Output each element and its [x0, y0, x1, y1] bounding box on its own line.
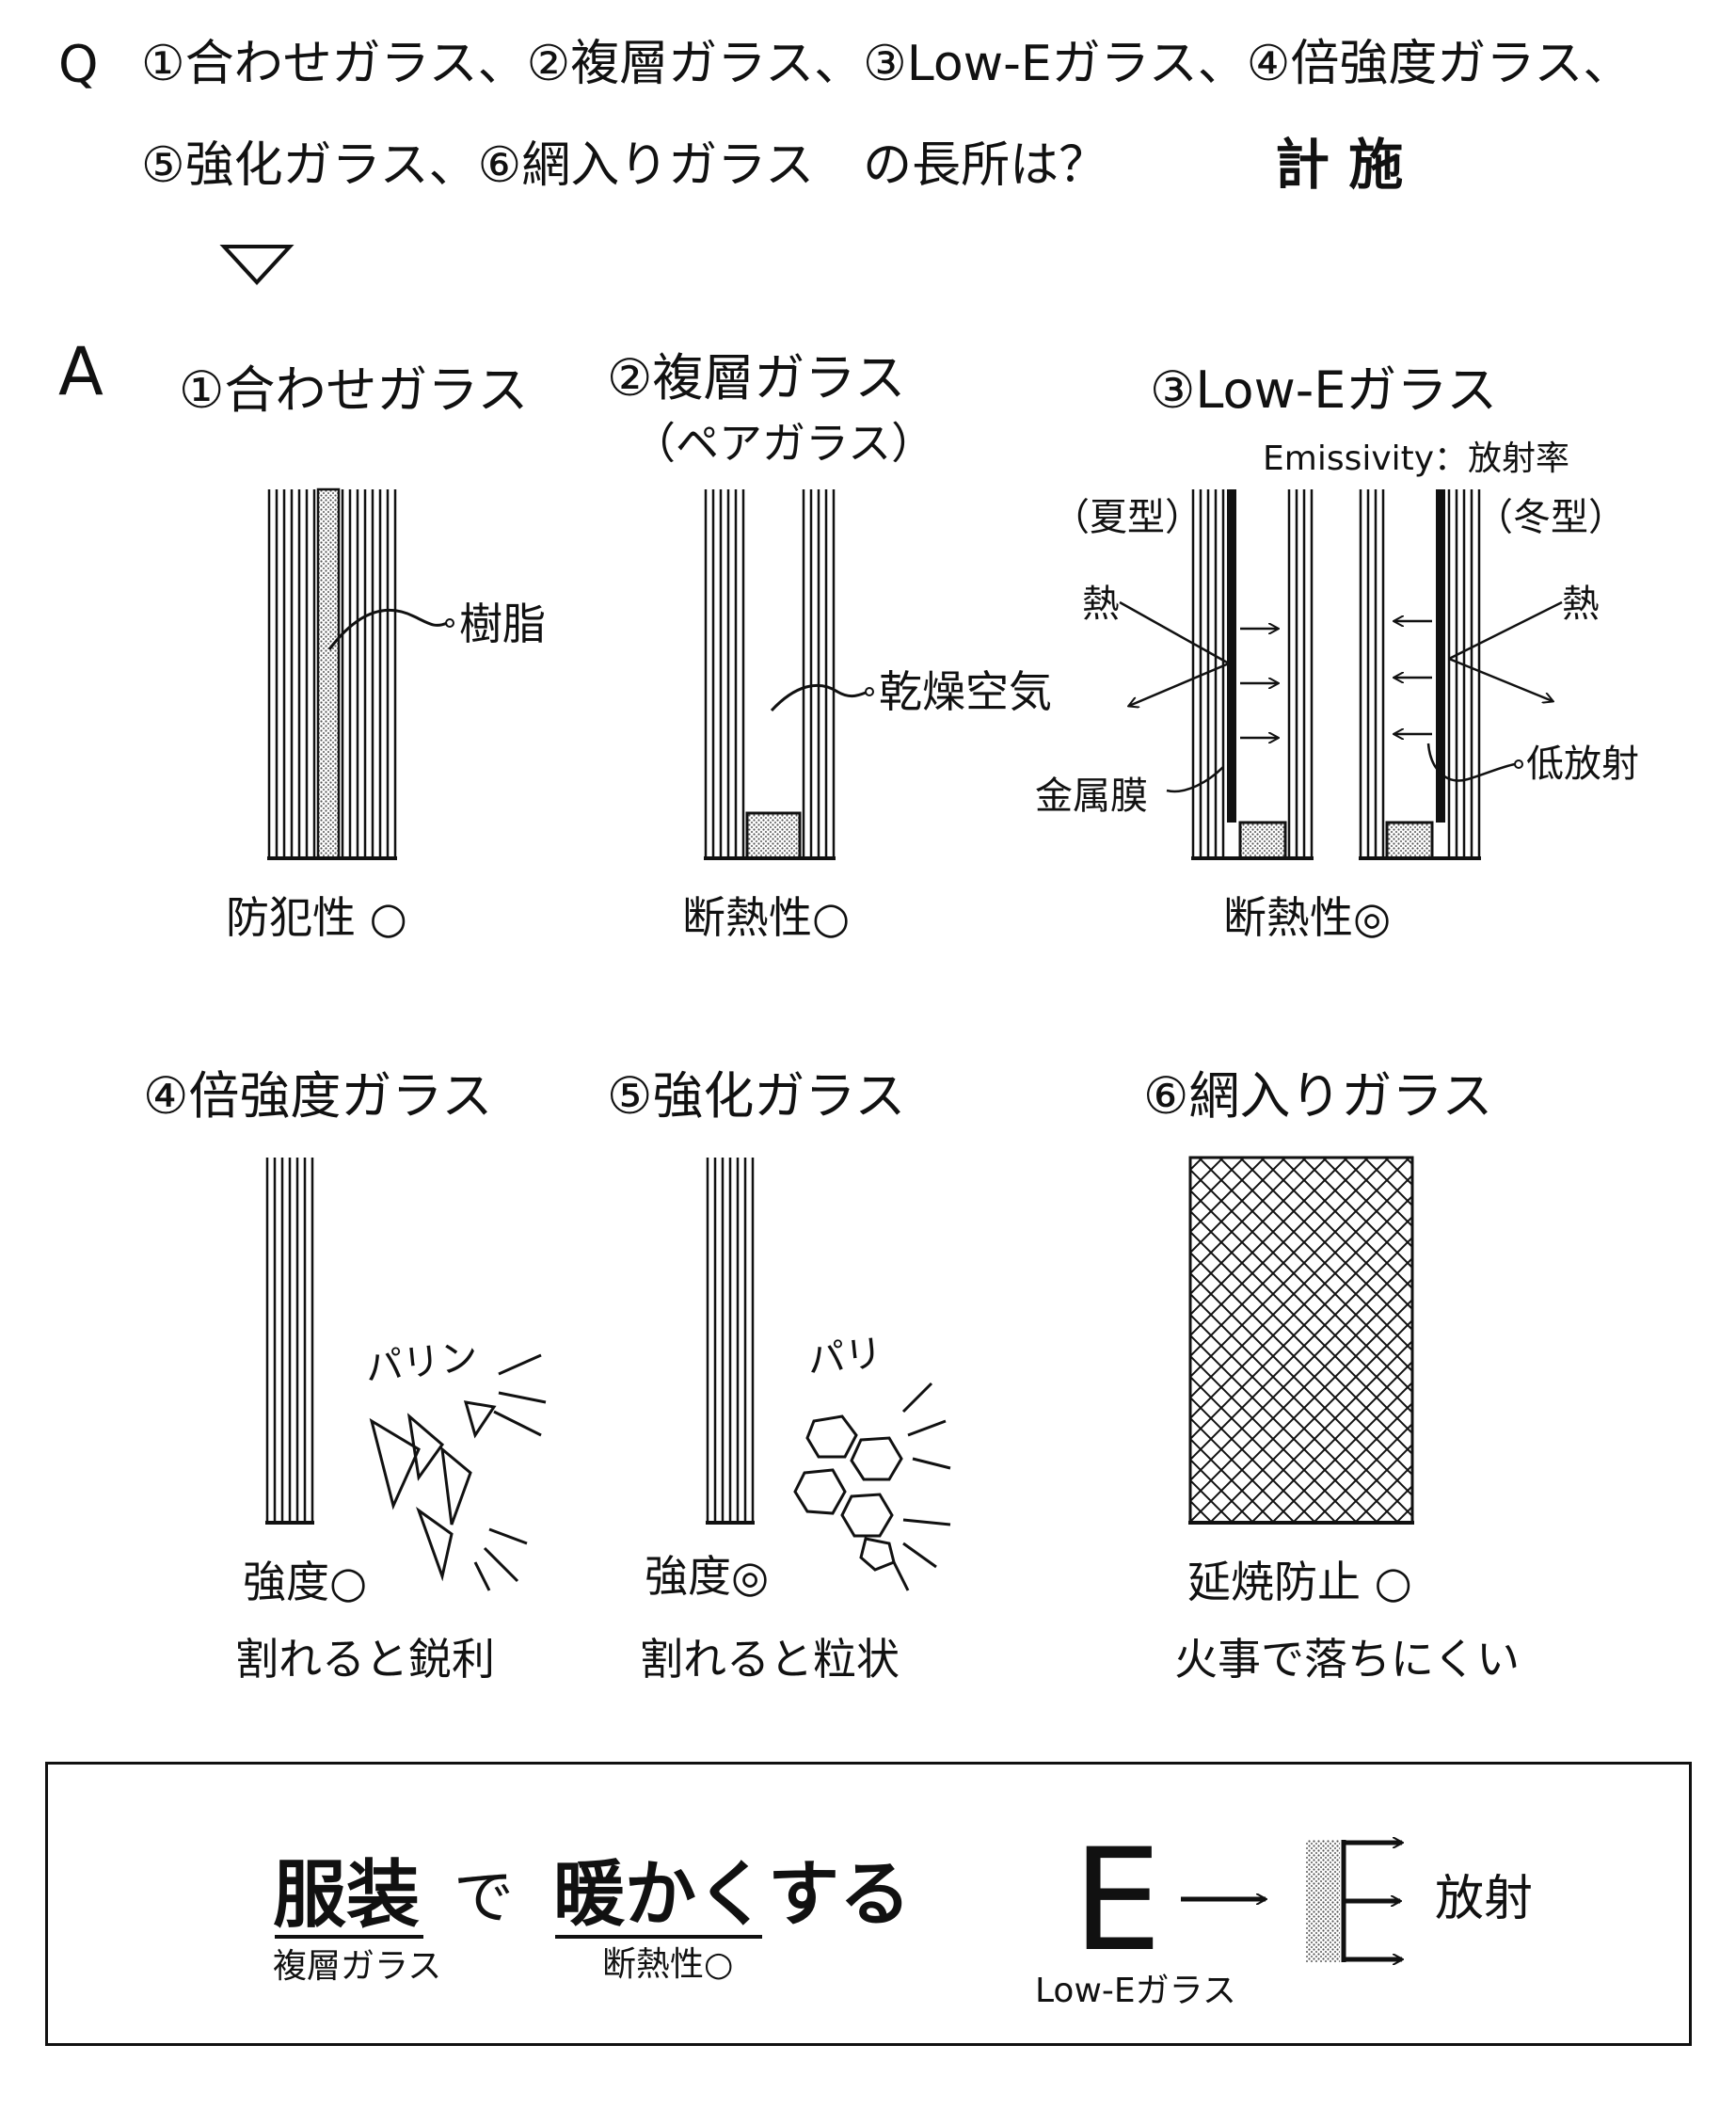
lowe-summer-diagram	[1119, 489, 1314, 860]
label-summer: （夏型）	[1052, 496, 1202, 539]
merit-tempered-1: 強度◎	[645, 1551, 770, 1602]
panel-title-wired: ⑥網入りガラス	[1143, 1066, 1493, 1126]
panel-title-lowe: ③Low-Eガラス	[1150, 360, 1498, 420]
double-glazing-diagram	[704, 489, 874, 860]
merit-heat-strengthened-2: 割れると鋭利	[235, 1634, 495, 1685]
mnemonic-letter-e: E	[1073, 1819, 1162, 1983]
panel-subtitle-double: （ペアガラス）	[632, 418, 935, 469]
question-prefix: Q	[58, 35, 99, 94]
mnemonic-box	[45, 1762, 1692, 2046]
sound-effect-heat-strengthened: パリン	[362, 1334, 481, 1391]
question-line-1: ①合わせガラス、②複層ガラス、③Low-Eガラス、④倍強度ガラス、	[141, 36, 1632, 92]
merit-lowe: 断熱性◎	[1223, 892, 1392, 943]
merit-wired-2: 火事で落ちにくい	[1174, 1634, 1521, 1685]
merit-laminated: 防犯性 ○	[226, 892, 407, 943]
merit-tempered-2: 割れると粒状	[640, 1634, 900, 1685]
tempered-glass-diagram	[706, 1158, 951, 1591]
granular-fragments-icon	[793, 1382, 951, 1591]
merit-double: 断熱性○	[682, 892, 851, 943]
annotation-resin: 樹脂	[459, 599, 546, 649]
laminated-glass-diagram	[267, 487, 454, 860]
label-heat-left: 熱	[1082, 583, 1120, 626]
sharp-shards-icon	[369, 1353, 547, 1591]
down-triangle-icon	[219, 245, 295, 285]
mnemonic-radiate: 放射	[1435, 1871, 1534, 1927]
mnemonic-word1-sub: 複層ガラス	[273, 1947, 442, 1986]
label-metal-film: 金属膜	[1035, 775, 1148, 818]
lowe-winter-diagram	[1359, 489, 1563, 860]
question-line-2: ⑤強化ガラス、⑥網入りガラス の長所は？	[141, 137, 1108, 194]
mnemonic-word2-sub: 断熱性○	[602, 1945, 734, 1984]
heat-strengthened-glass-diagram	[265, 1158, 547, 1591]
label-low-emission: 低放射	[1526, 743, 1639, 786]
panel-title-double: ②複層ガラス	[607, 348, 906, 407]
mnemonic-word2: 暖かくする	[553, 1852, 911, 1936]
panel-title-tempered: ⑤強化ガラス	[607, 1066, 906, 1126]
wired-glass-mesh	[1188, 1156, 1414, 1525]
radiating-e-icon	[1341, 1840, 1402, 1962]
annotation-dry-air: 乾燥空気	[879, 666, 1052, 717]
mnemonic-letter-sub: Low-Eガラス	[1035, 1972, 1236, 2010]
sound-effect-tempered: パリ	[804, 1331, 885, 1383]
answer-prefix: A	[58, 333, 104, 410]
merit-heat-strengthened-1: 強度○	[243, 1557, 368, 1607]
merit-wired-1: 延焼防止 ○	[1187, 1557, 1412, 1607]
panel-title-heat-strengthened: ④倍強度ガラス	[143, 1066, 493, 1126]
emissivity-note: Emissivity：放射率	[1263, 439, 1570, 478]
label-heat-right: 熱	[1562, 583, 1600, 626]
label-winter: （冬型）	[1475, 496, 1626, 539]
panel-title-laminated: ①合わせガラス	[179, 360, 529, 420]
mnemonic-particle: で	[454, 1863, 514, 1933]
category-stamp: 計 施	[1275, 133, 1404, 197]
mnemonic-word1: 服装	[273, 1853, 421, 1938]
